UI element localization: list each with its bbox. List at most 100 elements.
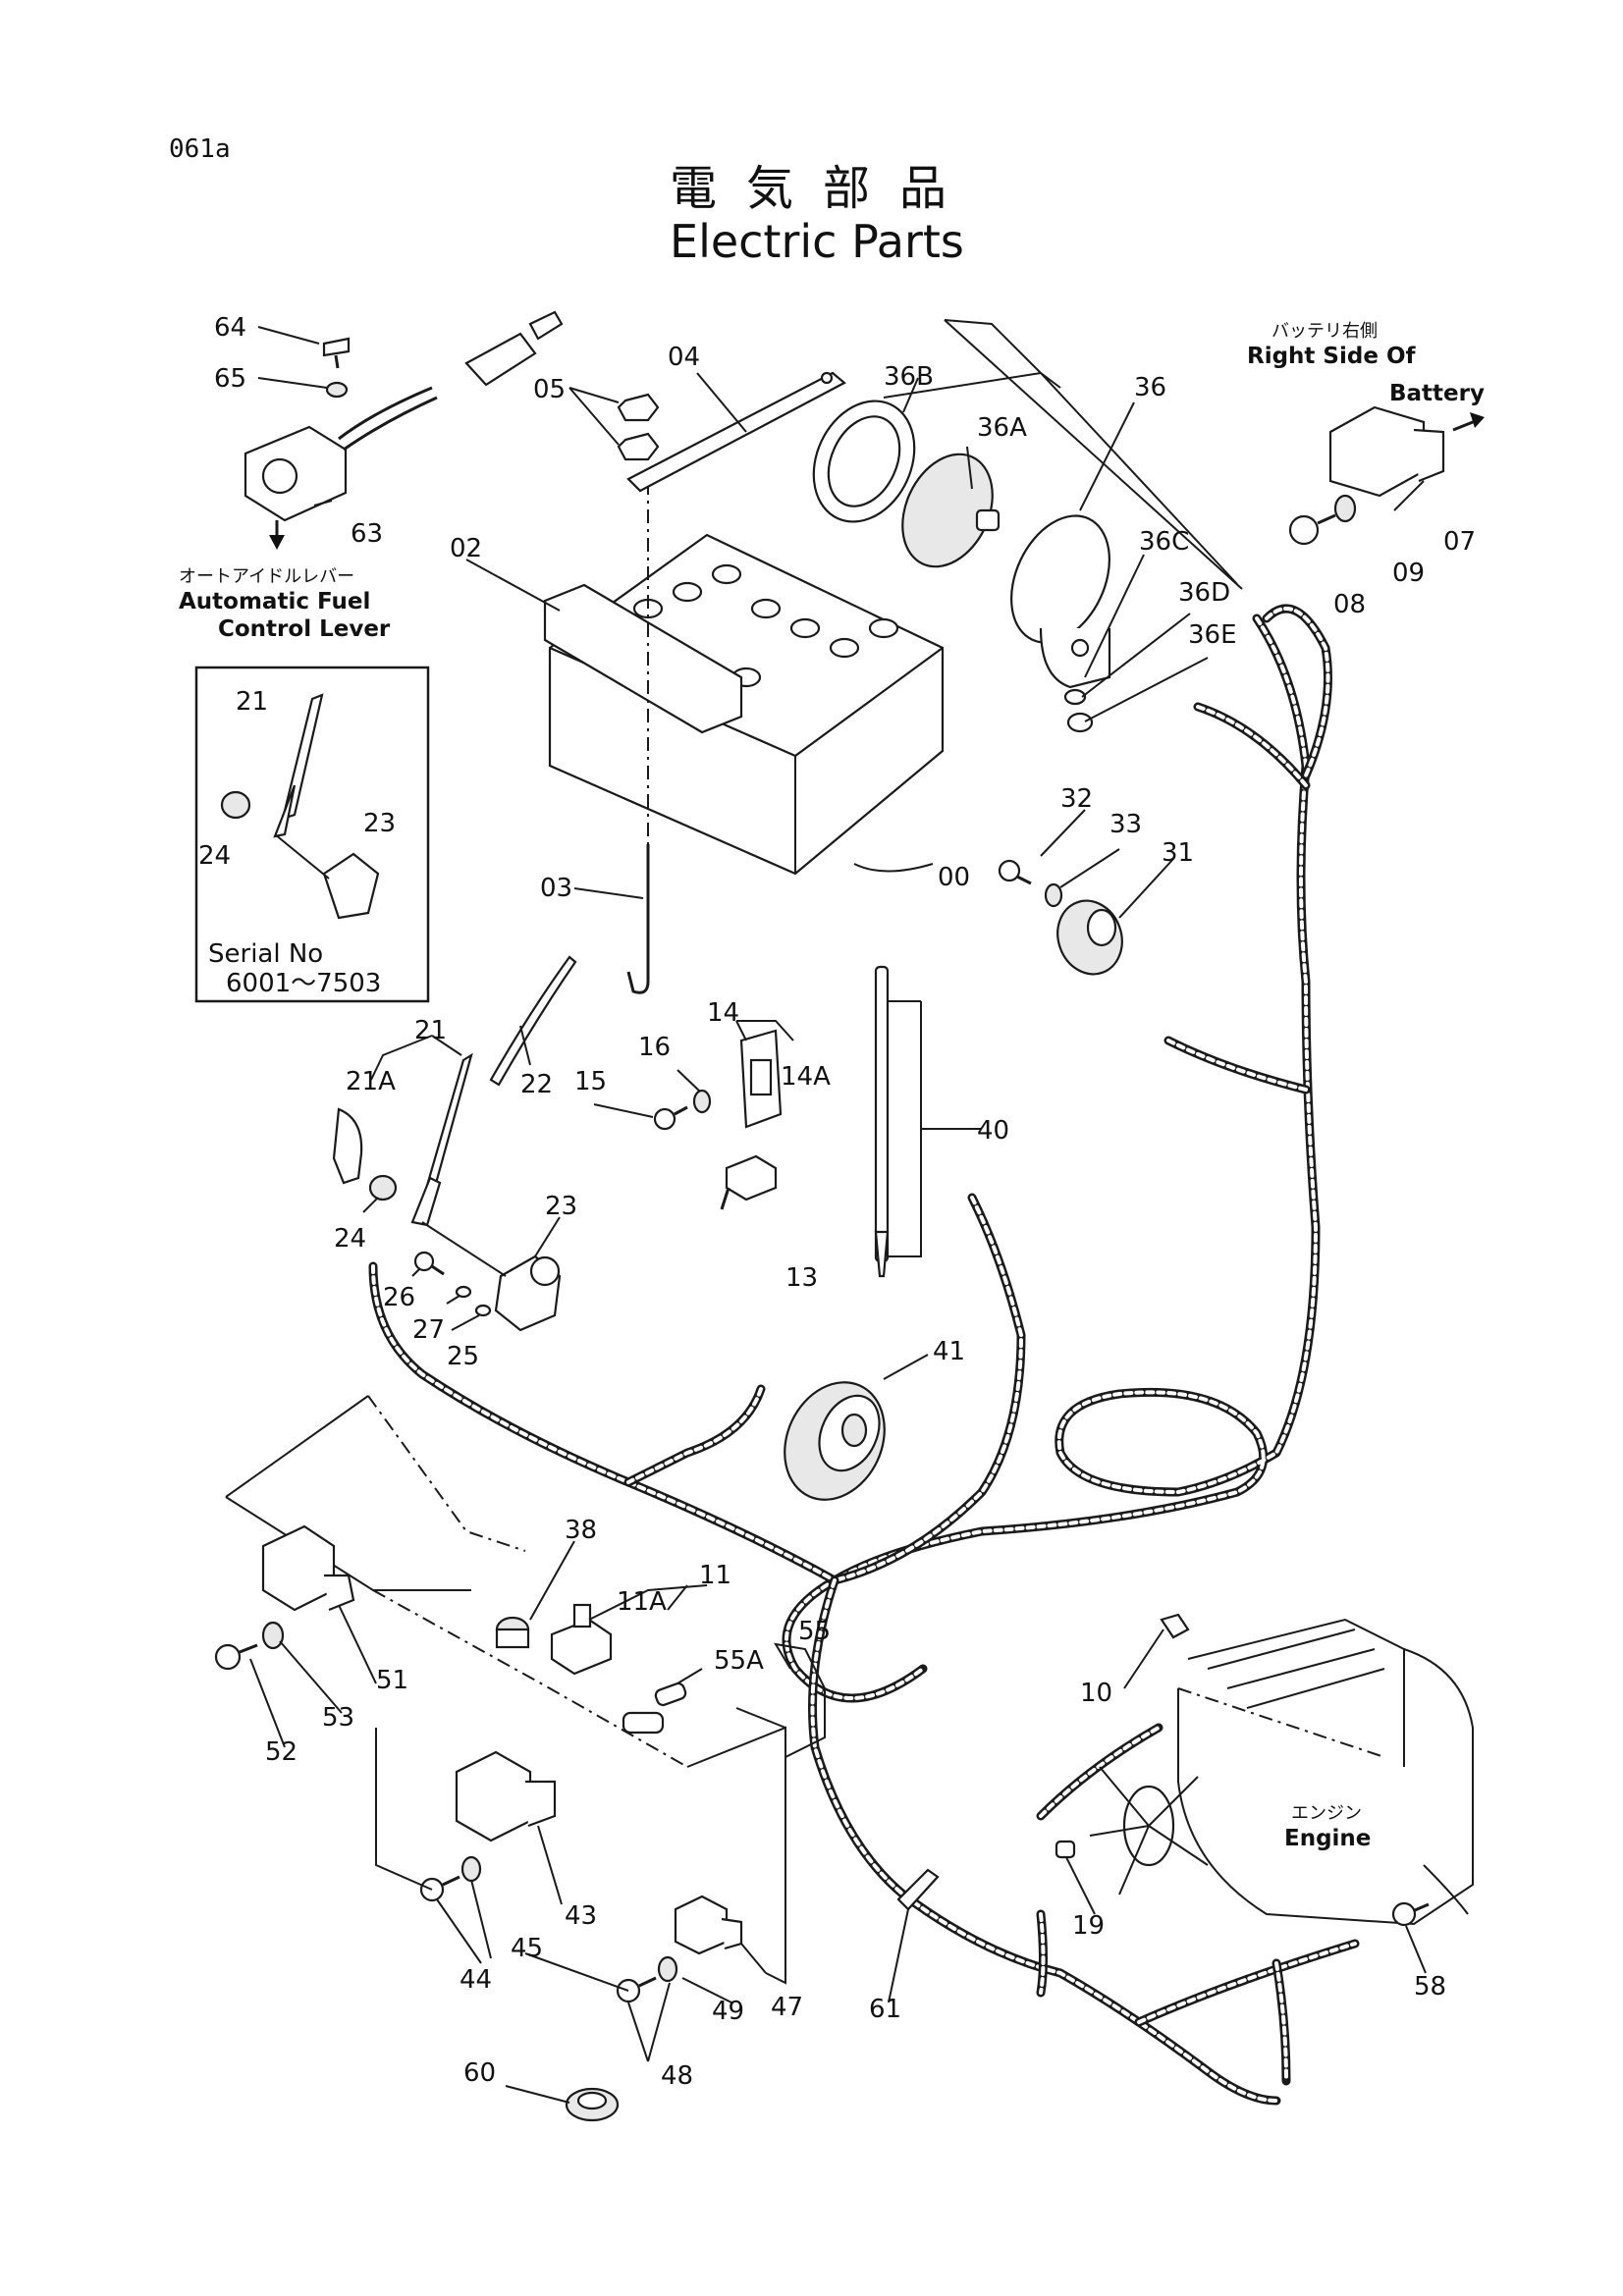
lamp-unit-36a xyxy=(901,453,1001,568)
relay-47 xyxy=(674,1895,743,1955)
part-label-64: 64 xyxy=(214,313,246,343)
part-label-40: 40 xyxy=(977,1116,1009,1146)
sensor-10 xyxy=(1160,1613,1190,1639)
battery-side-callout: バッテリ右側 Right Side Of Battery xyxy=(1247,321,1485,406)
washer-27 xyxy=(455,1285,472,1299)
speaker-41 xyxy=(784,1381,886,1501)
battery-side-japanese: バッテリ右側 xyxy=(1271,321,1378,342)
part-label-16: 16 xyxy=(638,1033,671,1062)
fuel-lever-label-2: Control Lever xyxy=(218,616,391,642)
part-label-58: 58 xyxy=(1414,1972,1446,2002)
part-label-15: 15 xyxy=(574,1067,607,1096)
part-label-36e: 36E xyxy=(1188,620,1237,650)
down-arrow-icon xyxy=(269,520,285,550)
part-label-36a: 36A xyxy=(977,413,1027,443)
part-label-38: 38 xyxy=(565,1516,597,1545)
washer-45 xyxy=(460,1855,482,1883)
part-label-11a: 11A xyxy=(617,1587,667,1617)
part-label-10: 10 xyxy=(1080,1679,1112,1708)
part-label-22: 22 xyxy=(520,1070,553,1099)
part-label-14a: 14A xyxy=(781,1062,831,1092)
leader-lines xyxy=(249,319,1427,2104)
part-label-27: 27 xyxy=(412,1315,445,1345)
washer-53 xyxy=(261,1621,285,1650)
part-label-14: 14 xyxy=(707,998,739,1028)
washer-16 xyxy=(692,1089,712,1114)
bolt-32 xyxy=(998,859,1032,885)
page-title-english: Electric Parts xyxy=(670,215,964,268)
part-label-21: 21 xyxy=(414,1016,447,1045)
part-label-32: 32 xyxy=(1060,784,1093,814)
part-label-02: 02 xyxy=(450,534,482,563)
lamp-rim-36b xyxy=(812,400,916,523)
battery-side-label-2: Battery xyxy=(1389,381,1485,406)
washer-09 xyxy=(1333,494,1357,523)
part-label-36c: 36C xyxy=(1139,527,1189,557)
part-label-04: 04 xyxy=(668,343,700,372)
part-label-19: 19 xyxy=(1072,1911,1105,1941)
grommet-38 xyxy=(495,1616,530,1649)
washer-33 xyxy=(1044,882,1063,908)
part-label-51: 51 xyxy=(376,1666,408,1695)
battery-side-label-1: Right Side Of xyxy=(1247,344,1417,369)
battery-clamp-plate-04 xyxy=(626,371,846,493)
part-label-31: 31 xyxy=(1162,838,1194,868)
antenna-40 xyxy=(874,965,890,1278)
fuel-lever-japanese: オートアイドルレバー xyxy=(179,566,354,587)
part-label-65: 65 xyxy=(214,364,246,394)
engine-japanese: エンジン xyxy=(1291,1803,1362,1824)
part-label-63: 63 xyxy=(351,519,383,549)
part-label-36: 36 xyxy=(1134,373,1166,402)
wiper-bracket-21a xyxy=(332,1107,363,1185)
clip-61 xyxy=(896,1868,940,1911)
switch-panel-14 xyxy=(739,1029,783,1129)
part-label-08: 08 xyxy=(1333,590,1366,619)
part-label-52: 52 xyxy=(265,1737,298,1767)
cooling-fan xyxy=(1089,1766,1209,1896)
sensor-19 xyxy=(1055,1840,1076,1859)
part-label-07: 07 xyxy=(1443,527,1476,557)
j-bolt-03 xyxy=(626,481,650,994)
bolt-58 xyxy=(1391,1864,1469,1927)
wiper-motor-23 xyxy=(421,1221,562,1332)
part-label-25: 25 xyxy=(447,1342,479,1371)
part-number-labels: 64 65 63 05 04 36B 36A 36 36C 36D 36E 07… xyxy=(198,313,1476,2091)
part-label-03: 03 xyxy=(540,874,572,903)
part-label-60: 60 xyxy=(463,2058,496,2088)
part-label-55a: 55A xyxy=(714,1646,764,1676)
inset-lever-21 xyxy=(273,693,324,838)
part-label-43: 43 xyxy=(565,1901,597,1931)
wiper-arm-21 xyxy=(410,1052,473,1227)
part-label-48: 48 xyxy=(661,2061,693,2091)
relay-43 xyxy=(455,1750,557,1842)
part-label-05: 05 xyxy=(533,375,566,404)
page-id: 061a xyxy=(169,134,231,164)
key-switch-11 xyxy=(550,1603,613,1676)
part-label-23: 23 xyxy=(545,1192,577,1221)
fuel-lever-label-1: Automatic Fuel xyxy=(179,589,370,614)
part-label-23-inset: 23 xyxy=(363,809,396,838)
battery-00 xyxy=(548,533,945,876)
work-light-36 xyxy=(1010,514,1111,689)
inset-solenoid-23 xyxy=(274,833,380,920)
washer-25 xyxy=(474,1304,492,1317)
screw-15 xyxy=(653,1105,688,1131)
part-label-21a: 21A xyxy=(346,1067,396,1096)
part-label-21-inset: 21 xyxy=(236,687,268,717)
relay-07 xyxy=(1328,405,1445,498)
serial-inset-box xyxy=(194,666,430,1003)
part-label-33: 33 xyxy=(1109,810,1142,839)
part-label-45: 45 xyxy=(511,1934,543,1963)
part-label-26: 26 xyxy=(383,1283,415,1312)
grommet-60 xyxy=(565,2087,620,2122)
horn-31 xyxy=(1056,899,1123,976)
connector-55a xyxy=(622,1682,687,1735)
wiring-harness-55 xyxy=(368,604,1360,2106)
part-label-11: 11 xyxy=(699,1561,731,1590)
part-label-09: 09 xyxy=(1392,559,1425,588)
part-label-13: 13 xyxy=(785,1263,818,1293)
right-arrow-icon xyxy=(1452,412,1485,432)
part-label-24-inset: 24 xyxy=(198,841,231,871)
serial-label: Serial No xyxy=(208,939,323,969)
